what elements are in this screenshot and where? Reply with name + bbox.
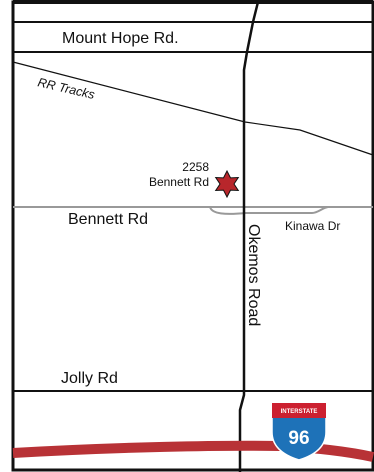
interstate-96-shield: INTERSTATE 96	[271, 402, 327, 461]
interstate-96-highway	[12, 440, 374, 462]
star-icon[interactable]	[214, 169, 240, 199]
okemos-road-label: Okemos Road	[245, 224, 262, 326]
shield-route-number: 96	[288, 428, 309, 449]
kinawa-drive	[209, 206, 329, 215]
address-street-label: Bennett Rd	[149, 175, 209, 189]
shield-top-band	[272, 403, 326, 418]
address-number-label: 2258	[182, 160, 209, 174]
bennett-road-label: Bennett Rd	[68, 211, 148, 228]
rr-tracks	[12, 61, 374, 156]
okemos-road	[238, 1, 260, 472]
mount-hope-road-label: Mount Hope Rd.	[62, 30, 179, 47]
shield-interstate-label: INTERSTATE	[281, 409, 318, 415]
kinawa-drive-label: Kinawa Dr	[285, 219, 340, 233]
jolly-road-label: Jolly Rd	[61, 370, 118, 387]
